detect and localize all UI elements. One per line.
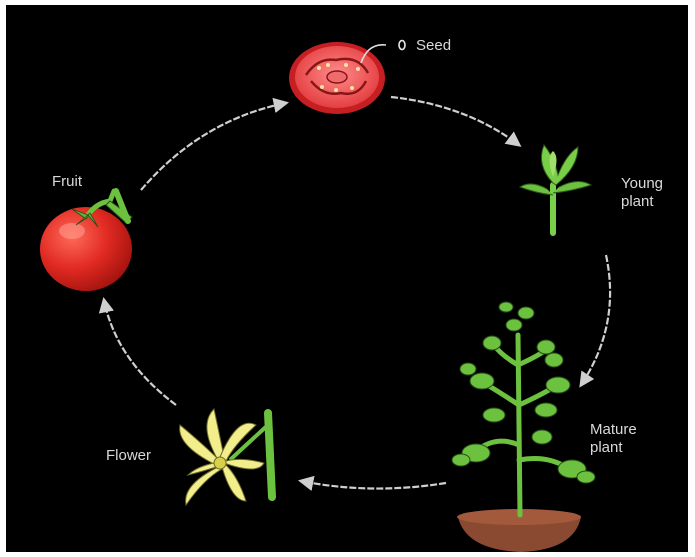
arrow-seed-to-young-plant xyxy=(391,97,519,145)
arrow-flower-to-fruit xyxy=(104,300,176,405)
tomato-life-cycle-diagram: Seed Young plant Mature plant Flower Fru… xyxy=(6,5,688,552)
seedling-icon xyxy=(520,145,591,233)
fruit-label: Fruit xyxy=(52,173,82,191)
young-plant-label: Young plant xyxy=(621,175,688,211)
seed-icon xyxy=(399,41,405,50)
flower-label: Flower xyxy=(106,447,151,465)
mature-plant-label: Mature plant xyxy=(590,421,660,457)
seed-label: Seed xyxy=(416,37,451,55)
cycle-artwork xyxy=(6,5,688,552)
tomato-slice-icon xyxy=(289,42,386,114)
tomato-fruit-icon xyxy=(40,191,132,291)
tomato-plant-icon xyxy=(452,302,595,552)
tomato-flower-icon xyxy=(180,409,272,505)
arrow-fruit-to-seed xyxy=(141,103,286,190)
arrow-young-plant-to-mature-plant xyxy=(581,255,610,385)
arrow-mature-plant-to-flower xyxy=(301,481,446,489)
